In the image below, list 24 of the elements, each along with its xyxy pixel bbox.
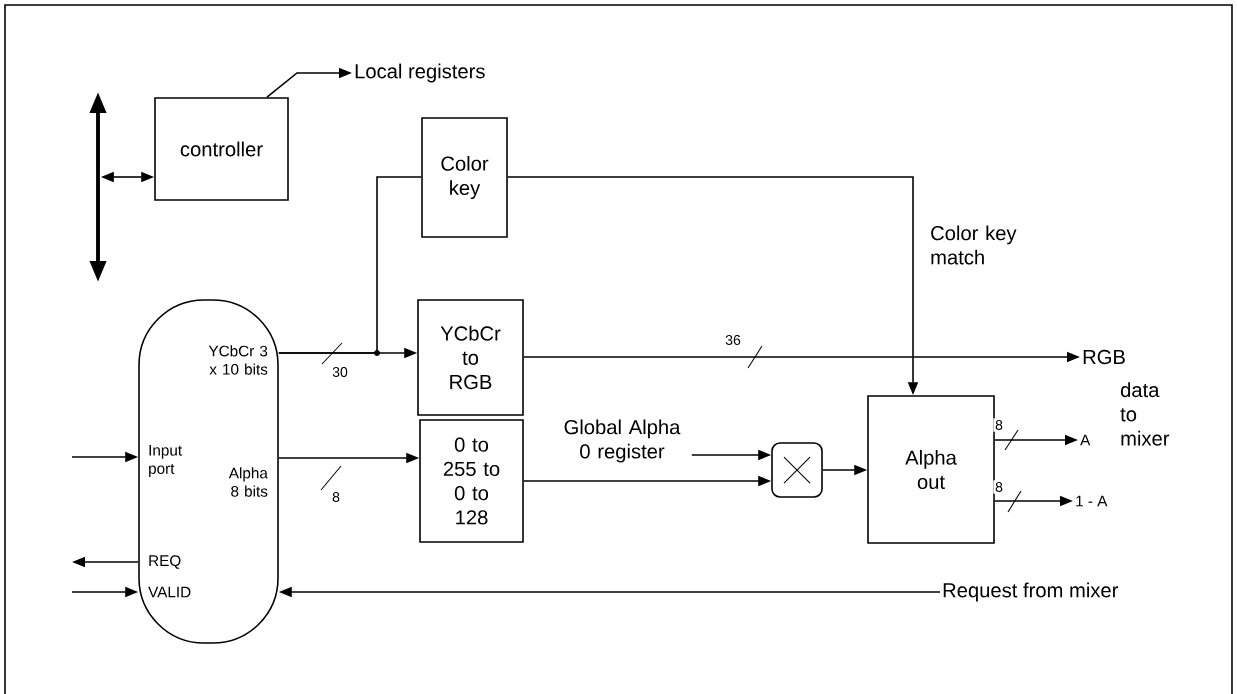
port-label: REQ xyxy=(149,555,181,569)
signal-label: 1 - A xyxy=(1076,495,1108,507)
scaler-box: 0 to 255 to 0 to 128 xyxy=(419,419,524,543)
edge-label: 8 xyxy=(993,480,1005,494)
annotation-text: data to mixer xyxy=(1120,382,1170,446)
signal-label: A xyxy=(1080,434,1091,446)
signal-label: Local registers xyxy=(355,63,485,83)
edge-label: 8 xyxy=(993,418,1005,432)
edge-label: Color key match xyxy=(928,223,1023,267)
controller-box: controller xyxy=(154,97,289,201)
port-label: Alpha 8 bits xyxy=(228,467,268,497)
converter-box: YCbCr to RGB xyxy=(417,299,524,416)
signal-label: Request from mixer xyxy=(943,582,1119,602)
edge-label: 8 xyxy=(330,490,342,504)
signal-label: Global Alpha 0 register xyxy=(564,419,681,463)
port-label: YCbCr 3 x 10 bits xyxy=(208,345,268,375)
multiplier-symbol xyxy=(771,442,823,498)
port-label: Input port xyxy=(149,445,182,477)
signal-label: RGB xyxy=(1083,349,1125,365)
process-box: Alpha out xyxy=(867,395,995,544)
edge-label: 36 xyxy=(723,333,743,347)
port-label: VALID xyxy=(148,586,191,598)
edge-label: 30 xyxy=(330,365,350,379)
process-box: Color key xyxy=(421,117,508,238)
